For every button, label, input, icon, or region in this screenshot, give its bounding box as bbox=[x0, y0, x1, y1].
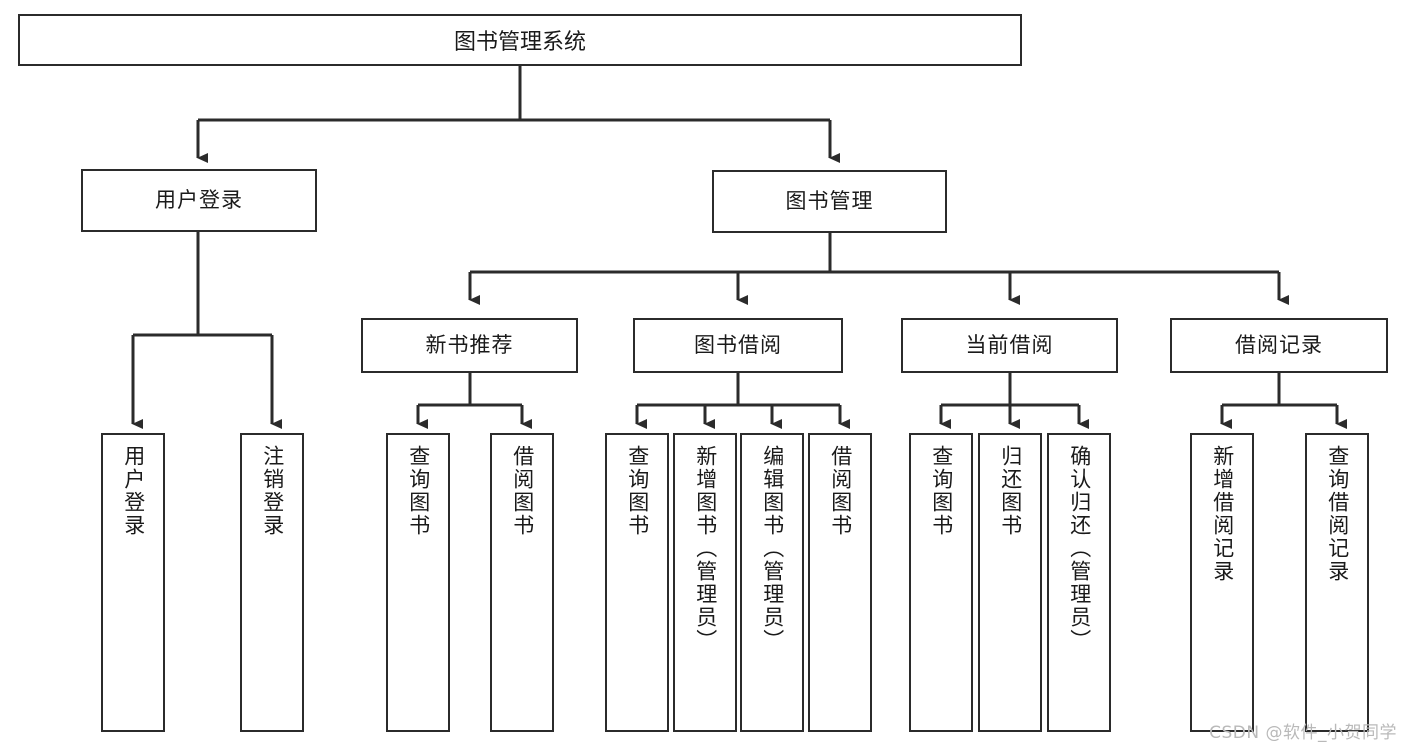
leaf-record-add-record[interactable]: 新增借阅记录 bbox=[1190, 433, 1254, 732]
node-new-book-recommend[interactable]: 新书推荐 bbox=[361, 318, 578, 373]
leaf-current-query-book[interactable]: 查询图书 bbox=[909, 433, 973, 732]
node-borrow-record[interactable]: 借阅记录 bbox=[1170, 318, 1388, 373]
leaf-record-query-record[interactable]: 查询借阅记录 bbox=[1305, 433, 1369, 732]
node-label: 新增借阅记录 bbox=[1210, 445, 1235, 583]
node-label: 查询图书 bbox=[929, 445, 954, 537]
node-label: 借阅图书 bbox=[828, 445, 853, 537]
node-label: 编辑图书（管理员） bbox=[760, 445, 785, 652]
watermark: CSDN @软件_小贺同学 bbox=[1209, 723, 1397, 743]
leaf-user-login[interactable]: 用户登录 bbox=[101, 433, 165, 732]
node-root-system[interactable]: 图书管理系统 bbox=[18, 14, 1022, 66]
node-label: 借阅图书 bbox=[510, 445, 535, 537]
node-label: 查询图书 bbox=[406, 445, 431, 537]
leaf-user-logout[interactable]: 注销登录 bbox=[240, 433, 304, 732]
node-label: 新书推荐 bbox=[425, 332, 514, 357]
node-label: 图书借阅 bbox=[694, 332, 782, 357]
node-label: 借阅记录 bbox=[1235, 332, 1323, 357]
leaf-current-return-book[interactable]: 归还图书 bbox=[978, 433, 1042, 732]
node-label: 图书管理系统 bbox=[453, 30, 586, 55]
leaf-recommend-query-book[interactable]: 查询图书 bbox=[386, 433, 450, 732]
node-label: 确认归还（管理员） bbox=[1067, 445, 1092, 652]
node-label: 用户登录 bbox=[121, 445, 146, 537]
leaf-borrow-edit-book-admin[interactable]: 编辑图书（管理员） bbox=[740, 433, 804, 732]
node-book-borrow[interactable]: 图书借阅 bbox=[633, 318, 843, 373]
leaf-borrow-query-book[interactable]: 查询图书 bbox=[605, 433, 669, 732]
node-label: 新增图书（管理员） bbox=[693, 445, 718, 652]
node-label: 归还图书 bbox=[998, 445, 1023, 537]
node-label: 注销登录 bbox=[260, 445, 285, 537]
node-label: 用户登录 bbox=[155, 187, 243, 212]
node-label: 图书管理 bbox=[785, 188, 874, 213]
leaf-recommend-borrow-book[interactable]: 借阅图书 bbox=[490, 433, 554, 732]
leaf-borrow-borrow-book[interactable]: 借阅图书 bbox=[808, 433, 872, 732]
leaf-current-confirm-return-admin[interactable]: 确认归还（管理员） bbox=[1047, 433, 1111, 732]
leaf-borrow-add-book-admin[interactable]: 新增图书（管理员） bbox=[673, 433, 737, 732]
node-user-login[interactable]: 用户登录 bbox=[81, 169, 317, 232]
node-label: 查询借阅记录 bbox=[1325, 445, 1350, 583]
node-label: 当前借阅 bbox=[965, 332, 1054, 357]
node-current-borrow[interactable]: 当前借阅 bbox=[901, 318, 1118, 373]
node-book-management[interactable]: 图书管理 bbox=[712, 170, 947, 233]
node-label: 查询图书 bbox=[625, 445, 650, 537]
